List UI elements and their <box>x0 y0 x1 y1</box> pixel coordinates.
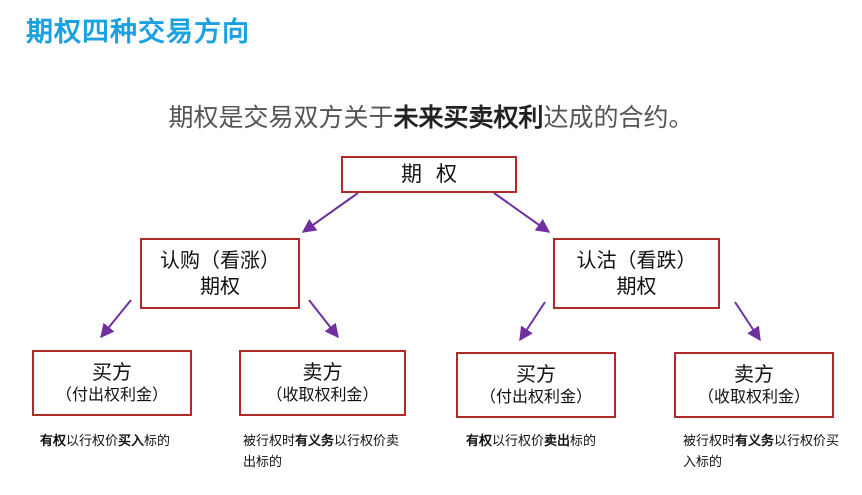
call-buyer-line1: 买方 <box>92 361 132 384</box>
arrow-root-to-call <box>301 192 359 233</box>
arrow-put-to-seller <box>734 301 761 342</box>
put-buyer-line1: 买方 <box>516 363 556 386</box>
subtitle: 期权是交易双方关于未来买卖权利达成的合约。 <box>0 98 862 134</box>
note4-a: 被行权时 <box>683 433 736 448</box>
note4-c: 以行权价买入标的 <box>683 433 840 469</box>
note3-c: 卖出 <box>544 433 571 448</box>
subtitle-post: 达成的合约。 <box>543 104 694 132</box>
node-put-option: 认沽（看跌） 期权 <box>553 238 720 309</box>
note3-d: 标的 <box>570 433 597 448</box>
put-seller-line2: （收取权利金） <box>697 388 810 406</box>
put-line1: 认沽（看跌） <box>576 249 697 272</box>
note1-d: 标的 <box>144 433 171 448</box>
arrow-call-to-buyer <box>100 299 132 339</box>
node-call-seller: 卖方 （收取权利金） <box>239 350 406 416</box>
subtitle-pre: 期权是交易双方关于 <box>168 104 394 132</box>
note-call-seller: 被行权时有义务以行权价卖出标的 <box>243 430 408 472</box>
put-line2: 期权 <box>616 275 657 298</box>
node-put-buyer: 买方 （付出权利金） <box>456 352 616 418</box>
note1-c: 买入 <box>118 433 145 448</box>
call-buyer-line2: （付出权利金） <box>55 386 168 404</box>
note1-a: 有权 <box>40 433 67 448</box>
note2-b: 有义务 <box>295 433 335 448</box>
note2-c: 以行权价卖出标的 <box>243 433 400 469</box>
note2-a: 被行权时 <box>243 433 296 448</box>
subtitle-bold: 未来买卖权利 <box>393 104 544 132</box>
note-put-buyer: 有权以行权价卖出标的 <box>466 430 656 451</box>
note-put-seller: 被行权时有义务以行权价买入标的 <box>683 430 848 472</box>
node-call-buyer: 买方 （付出权利金） <box>32 350 192 416</box>
note1-b: 以行权价 <box>66 433 119 448</box>
call-line1: 认购（看涨） <box>160 249 280 272</box>
note4-b: 有义务 <box>735 433 775 448</box>
arrow-call-to-seller <box>308 299 339 339</box>
note3-a: 有权 <box>466 433 493 448</box>
note-call-buyer: 有权以行权价买入标的 <box>40 430 230 451</box>
root-label: 期权 <box>401 162 471 186</box>
page-title: 期权四种交易方向 <box>26 17 250 47</box>
node-put-seller: 卖方 （收取权利金） <box>674 352 834 418</box>
node-call-option: 认购（看涨） 期权 <box>140 238 300 309</box>
note3-b: 以行权价 <box>492 433 545 448</box>
call-line2: 期权 <box>200 275 240 298</box>
call-seller-line1: 卖方 <box>302 361 343 384</box>
put-seller-line1: 卖方 <box>734 363 774 386</box>
arrow-root-to-put <box>493 192 551 233</box>
root-node-option: 期权 <box>341 156 517 193</box>
put-buyer-line2: （付出权利金） <box>479 388 592 406</box>
arrow-put-to-buyer <box>519 301 546 342</box>
call-seller-line2: （收取权利金） <box>266 386 379 404</box>
